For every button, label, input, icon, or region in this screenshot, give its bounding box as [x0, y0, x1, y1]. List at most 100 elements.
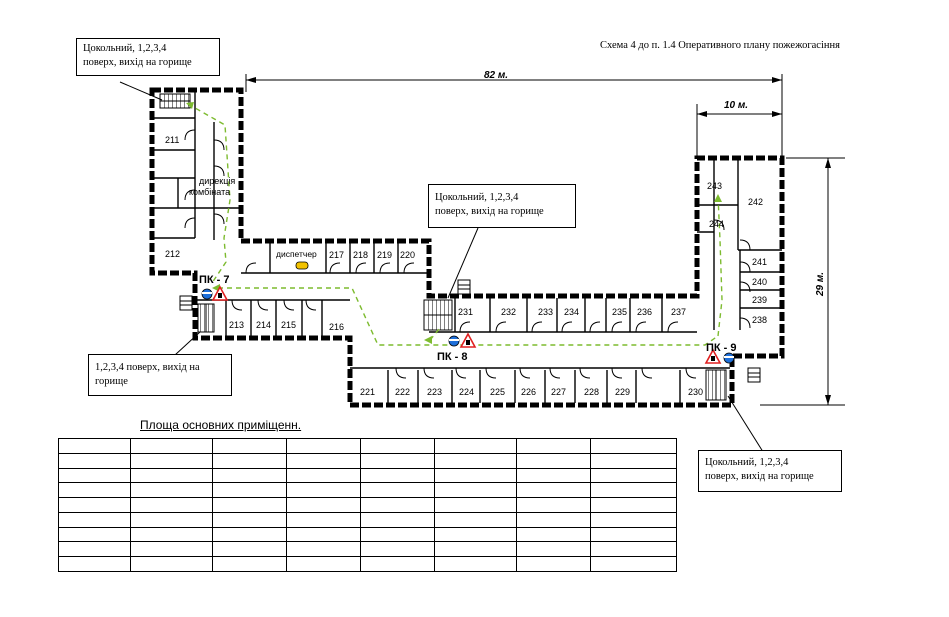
table-cell: [516, 526, 591, 543]
table-cell: [130, 497, 213, 513]
dimension-29m: 29 м.: [760, 157, 845, 406]
table-cell: [286, 556, 361, 572]
pk7-label: ПК - 7: [199, 274, 230, 286]
table-cell: [434, 511, 517, 528]
room-label: 238: [752, 315, 767, 325]
room-label: 213: [229, 320, 244, 330]
callout-line: поверх, вихід на горище: [83, 57, 192, 68]
room-label: 219: [377, 250, 392, 260]
callout-line: поверх, вихід на горище: [705, 471, 814, 482]
table-cell: [212, 541, 287, 558]
room-label: 214: [256, 320, 271, 330]
table-cell: [130, 556, 213, 572]
direction-label-line1: дирекція: [199, 176, 235, 186]
table-cell: [590, 556, 677, 572]
table-cell: [590, 511, 677, 528]
table-cell: [590, 467, 677, 484]
table-cell: [590, 452, 677, 469]
table-cell: [360, 556, 435, 572]
room-label: 233: [538, 307, 553, 317]
stairwell-left: [197, 303, 215, 333]
table-cell: [212, 438, 287, 454]
room-label: 212: [165, 249, 180, 259]
room-label: 231: [458, 307, 473, 317]
dimension-82m: 82 м.: [245, 70, 783, 158]
table-cell: [58, 467, 131, 484]
table-cell: [516, 556, 591, 572]
table-cell: [286, 438, 361, 454]
room-label: 225: [490, 387, 505, 397]
table-cell: [516, 497, 591, 513]
table-cell: [590, 497, 677, 513]
dimension-29m-label: 29 м.: [815, 272, 826, 297]
table-cell: [516, 511, 591, 528]
table-row: [58, 482, 677, 499]
room-label: 228: [584, 387, 599, 397]
table-cell: [58, 438, 131, 454]
table-cell: [58, 556, 131, 572]
table-cell: [360, 467, 435, 484]
room-label: 239: [752, 295, 767, 305]
table-row: [58, 511, 677, 528]
area-table: [58, 438, 677, 572]
table-cell: [434, 452, 517, 469]
table-cell: [58, 541, 131, 558]
room-label: 236: [637, 307, 652, 317]
table-row: [58, 541, 677, 558]
table-cell: [212, 556, 287, 572]
table-cell: [212, 511, 287, 528]
table-cell: [130, 541, 213, 558]
pk8-label: ПК - 8: [437, 351, 468, 363]
table-cell: [360, 482, 435, 499]
table-cell: [130, 438, 213, 454]
table-cell: [286, 526, 361, 543]
room-label: 242: [748, 197, 763, 207]
callout-line: Цокольний, 1,2,3,4: [435, 192, 519, 203]
entrance-steps: [179, 279, 761, 383]
room-label: 237: [671, 307, 686, 317]
table-cell: [130, 482, 213, 499]
table-cell: [590, 541, 677, 558]
table-row: [58, 556, 677, 572]
dispatcher-label: диспетчер: [276, 249, 317, 259]
table-cell: [286, 467, 361, 484]
room-label: 218: [353, 250, 368, 260]
table-cell: [516, 482, 591, 499]
room-label: 224: [459, 387, 474, 397]
pk9-label: ПК - 9: [706, 342, 737, 354]
table-cell: [434, 482, 517, 499]
table-cell: [286, 541, 361, 558]
table-cell: [516, 452, 591, 469]
table-cell: [360, 541, 435, 558]
table-cell: [516, 438, 591, 454]
building-walls: [149, 87, 785, 408]
room-label: 211: [165, 135, 179, 145]
room-label: 220: [400, 250, 415, 260]
callout-line: горище: [95, 376, 128, 387]
table-cell: [58, 482, 131, 499]
dimension-82m-label: 82 м.: [484, 70, 508, 81]
room-label: 226: [521, 387, 536, 397]
callout-bottom-right: Цокольний, 1,2,3,4 поверх, вихід на гори…: [698, 450, 842, 492]
room-label: 222: [395, 387, 410, 397]
room-label: 216: [329, 322, 344, 332]
table-cell: [212, 482, 287, 499]
table-cell: [286, 497, 361, 513]
table-cell: [360, 511, 435, 528]
table-cell: [130, 511, 213, 528]
room-label: 241: [752, 257, 767, 267]
direction-label-line2: комбіната: [189, 187, 230, 197]
table-cell: [212, 452, 287, 469]
table-cell: [590, 526, 677, 543]
table-cell: [58, 511, 131, 528]
table-cell: [286, 452, 361, 469]
dimension-10m-label: 10 м.: [724, 100, 748, 111]
table-cell: [434, 467, 517, 484]
table-cell: [360, 438, 435, 454]
pk9-markers: [704, 348, 735, 364]
dimension-10m: 10 м.: [696, 100, 782, 158]
table-row: [58, 497, 677, 513]
direction-label: дирекція комбіната: [189, 176, 238, 197]
table-cell: [58, 452, 131, 469]
